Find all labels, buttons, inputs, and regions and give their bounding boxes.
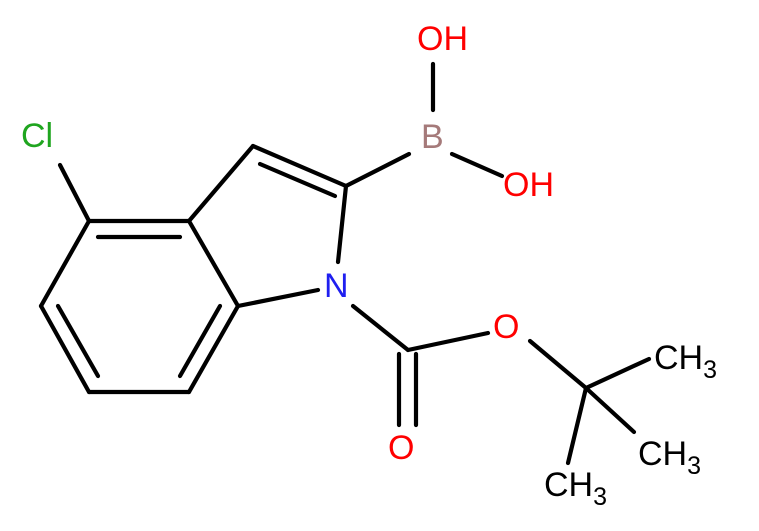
methyl-3-label: CH3: [544, 466, 607, 511]
carbonyl-oxygen-label: O: [388, 429, 414, 467]
bond-c7-c7a-inner: [177, 303, 223, 379]
bond-ester-o-cq: [527, 338, 589, 391]
bond-c7-c7a: [186, 303, 241, 395]
oh-top-label: OH: [417, 20, 468, 58]
chlorine-label: Cl: [21, 117, 53, 155]
bond-c2-n1: [335, 183, 349, 265]
methyl-1-label: CH3: [654, 339, 717, 384]
bonds: [38, 61, 652, 466]
bond-b-oh-right: [449, 151, 505, 179]
bond-c3-c2-inner: [257, 161, 338, 199]
bond-c5-c6-inner: [55, 303, 101, 379]
bond-c5-c6: [38, 303, 92, 395]
bond-cq-ch3-1: [583, 356, 652, 391]
atom-labels: OH B OH Cl N O O CH3 CH3 CH3: [21, 20, 717, 511]
bond-c4-c5: [38, 218, 92, 309]
bond-c2-b: [343, 151, 412, 189]
bond-n1-carbonyl: [350, 303, 411, 353]
boron-label: B: [421, 118, 444, 156]
methyl-2-label: CH3: [638, 435, 701, 480]
bond-n1-c7a: [235, 287, 321, 309]
bond-carbonyl-ester-o: [405, 330, 491, 353]
ester-oxygen-label: O: [493, 308, 519, 346]
bond-c7a-c3a: [186, 218, 241, 309]
bond-c3-c2: [250, 143, 349, 189]
bond-cq-ch3-3: [565, 385, 589, 466]
oh-right-label: OH: [503, 166, 554, 204]
bond-c3a-c3: [186, 143, 256, 224]
nitrogen-label: N: [324, 267, 349, 305]
bond-c4-cl: [57, 162, 92, 224]
bond-cq-ch3-2: [583, 385, 637, 435]
